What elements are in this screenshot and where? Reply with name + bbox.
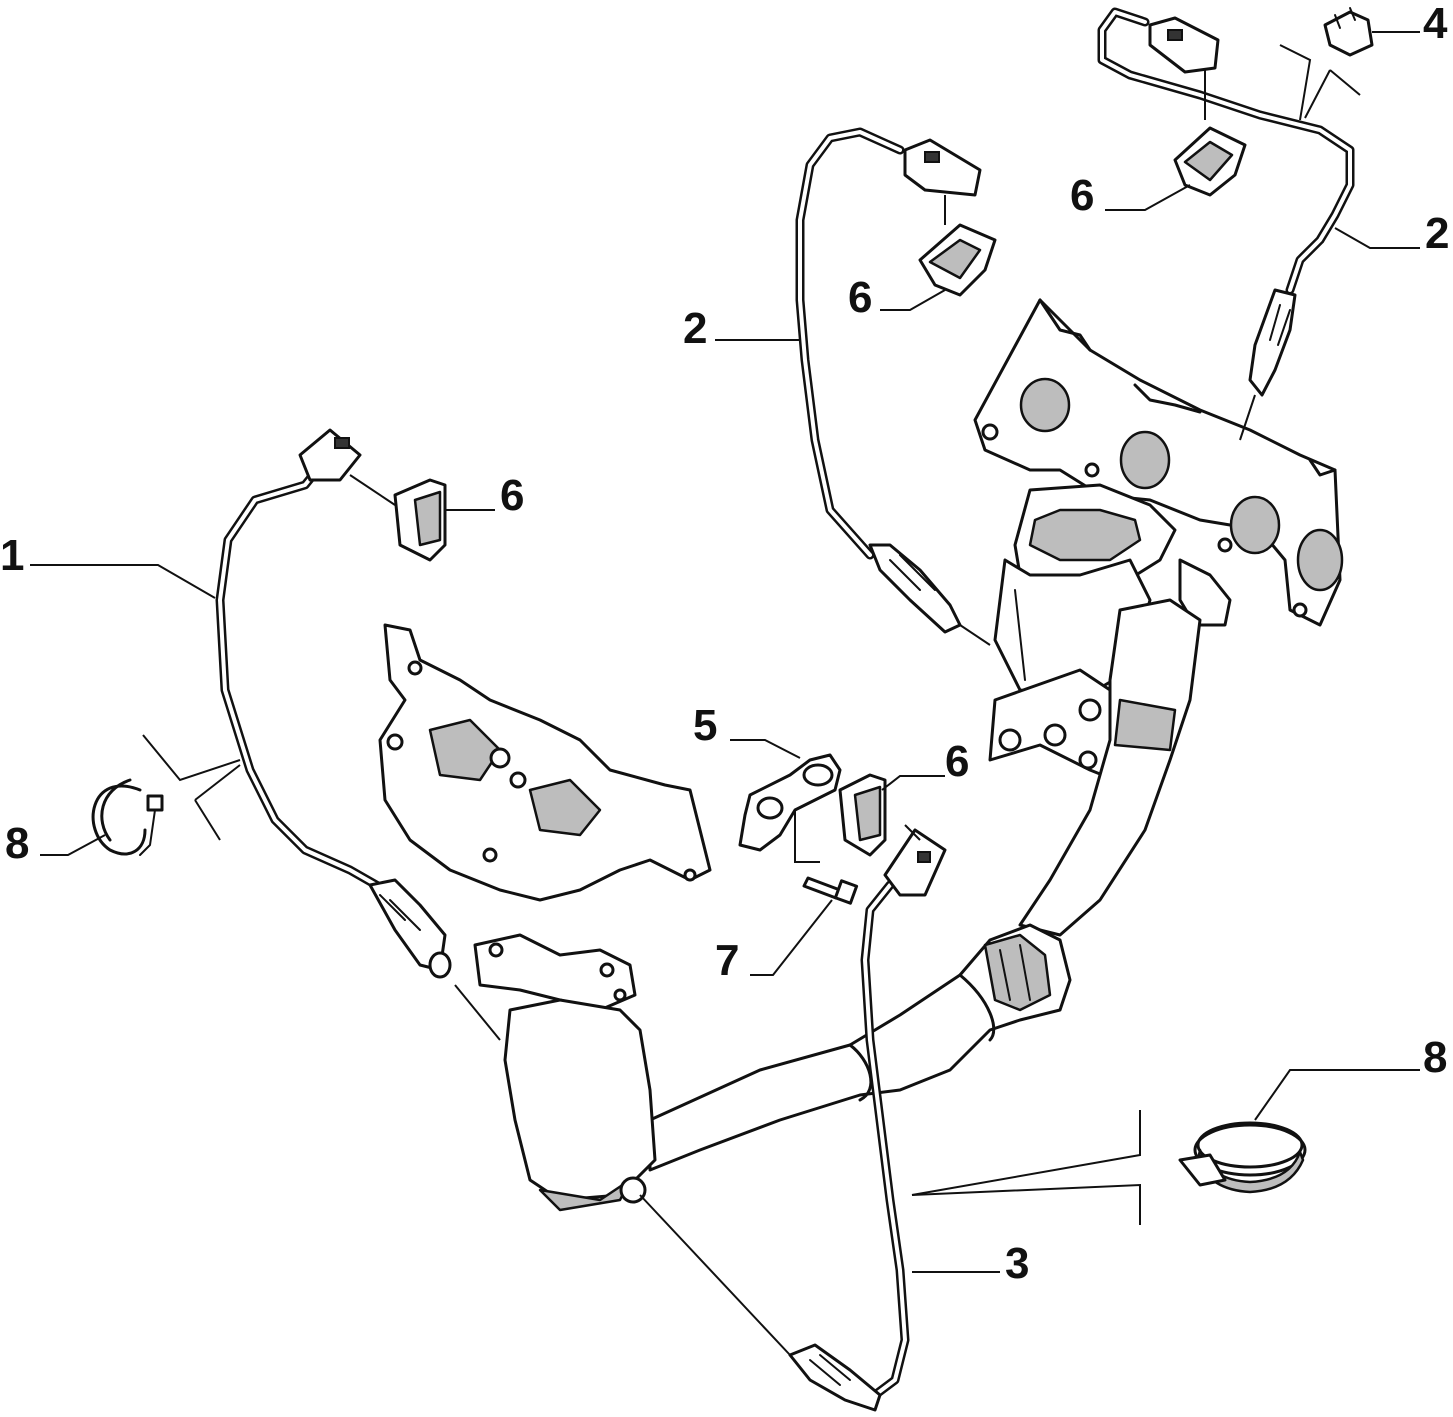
right-down-pipe	[1018, 598, 1202, 937]
clip-4	[1323, 7, 1374, 57]
leader-lines	[30, 31, 1420, 1356]
callout-2-center: 2	[683, 304, 707, 353]
bracket-5	[738, 753, 842, 852]
callout-4: 4	[1423, 0, 1448, 48]
oxygen-sensor-1	[215, 428, 452, 979]
callout-8-right: 8	[1423, 1033, 1447, 1082]
oxygen-sensor-2-center	[795, 127, 982, 634]
callout-7: 7	[715, 936, 739, 985]
oxygen-sensor-3	[788, 828, 947, 1412]
callout-6-middle: 6	[945, 737, 969, 786]
hose-clip-8-left	[91, 778, 164, 856]
left-exhaust-manifold	[378, 623, 712, 902]
connector-6-right	[1173, 126, 1247, 197]
left-catalytic-converter	[473, 933, 657, 1212]
connector-6-middle	[838, 773, 887, 857]
callout-3: 3	[1005, 1239, 1029, 1288]
exhaust-pipe-junction	[648, 923, 1072, 1172]
right-catalyst-bracket	[988, 668, 1117, 782]
callout-2-right: 2	[1425, 209, 1449, 258]
connector-6-center	[918, 223, 997, 297]
oxygen-sensor-2-right	[1097, 7, 1355, 397]
callout-1: 1	[0, 531, 24, 580]
callout-labels: 1 2 2 3 4 5 6 6 6 6 7 8 8	[0, 0, 1449, 1288]
callout-6-right: 6	[1070, 171, 1094, 220]
connector-6-left	[393, 478, 447, 562]
right-exhaust-manifold	[973, 298, 1342, 627]
hose-clip-8-right	[1178, 1121, 1307, 1194]
screw-7	[802, 876, 859, 905]
callout-6-center: 6	[848, 273, 872, 322]
callout-5: 5	[693, 701, 717, 750]
callout-6-left: 6	[500, 471, 524, 520]
callout-8-left: 8	[5, 819, 29, 868]
